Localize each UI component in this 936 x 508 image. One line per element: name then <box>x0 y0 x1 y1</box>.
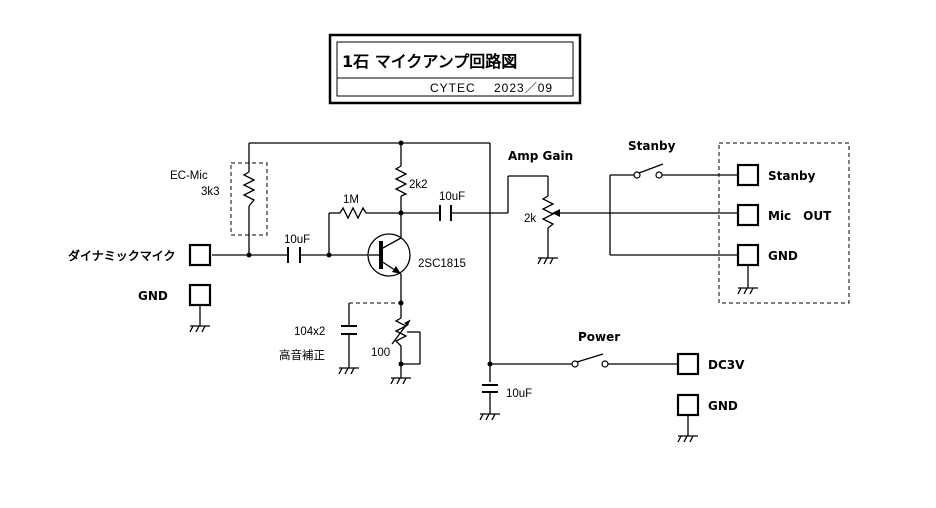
ec-mic-value: 3k3 <box>201 186 220 198</box>
supply-capacitor: 10uF <box>482 384 532 400</box>
ground-icon <box>537 257 558 265</box>
output-connector-group <box>718 142 850 304</box>
output-capacitor: 10uF <box>439 191 465 221</box>
wires <box>199 142 749 436</box>
emitter-trimmer: 100 <box>371 317 411 359</box>
terminal-dynamic-mic: ダイナミックマイク <box>68 243 212 267</box>
gain-potentiometer: Amp Gain 2k <box>508 149 573 229</box>
collector-resistor: 2k2 <box>394 165 428 197</box>
gnd-power-label: GND <box>708 399 738 413</box>
schematic-title: 1石 マイクアンプ回路図 <box>342 52 517 71</box>
ground-icon <box>479 413 500 421</box>
terminal-gnd-power: GND <box>676 393 738 417</box>
standby-terminal-label: Stanby <box>768 169 816 183</box>
terminal-gnd-in: GND <box>138 283 212 307</box>
output-capacitor-value: 10uF <box>439 191 465 203</box>
input-capacitor-value: 10uF <box>284 234 310 246</box>
drawing-date: 2023／09 <box>494 81 553 95</box>
tone-compensation-label: 高音補正 <box>279 348 325 362</box>
bias-resistor-value: 1M <box>343 194 359 206</box>
amp-gain-label: Amp Gain <box>508 149 573 163</box>
ground-icon <box>677 435 698 443</box>
gnd-in-label: GND <box>138 289 168 303</box>
ground-icon <box>189 325 210 333</box>
ground-symbols <box>189 257 758 443</box>
bias-resistor: 1M <box>339 194 367 220</box>
standby-switch: Stanby <box>628 139 676 179</box>
ground-icon <box>338 367 359 375</box>
ground-icon <box>390 372 411 385</box>
terminal-standby: Stanby <box>736 163 816 187</box>
emitter-capacitor-value: 104x2 <box>294 326 325 338</box>
emitter-capacitor: 104x2 高音補正 <box>279 325 357 362</box>
title-frame-inner <box>336 41 574 97</box>
dynamic-mic-label: ダイナミックマイク <box>68 248 176 263</box>
terminal-dc3v: DC3V <box>676 352 745 376</box>
junctions <box>246 140 493 367</box>
transistor-label: 2SC1815 <box>418 258 466 270</box>
power-switch-label: Power <box>578 330 620 344</box>
dc3v-label: DC3V <box>708 358 745 372</box>
power-switch: Power <box>571 330 620 368</box>
company-name: CYTEC <box>430 81 476 95</box>
title-block: 1石 マイクアンプ回路図 CYTEC 2023／09 <box>328 33 582 105</box>
gnd-out-label: GND <box>768 249 798 263</box>
ground-icon <box>737 287 758 295</box>
transistor-2sc1815: 2SC1815 <box>367 233 466 277</box>
ec-mic-label: EC-Mic <box>170 170 208 182</box>
gain-pot-value: 2k <box>524 213 536 225</box>
emitter-trimmer-value: 100 <box>371 347 390 359</box>
terminal-mic-out: Mic OUT <box>736 203 832 227</box>
ec-mic-resistor: EC-Mic 3k3 <box>170 162 268 236</box>
mic-out-label: Mic OUT <box>768 209 832 223</box>
input-capacitor: 10uF <box>284 234 310 263</box>
supply-capacitor-value: 10uF <box>506 388 532 400</box>
standby-switch-label: Stanby <box>628 139 676 153</box>
terminal-gnd-out: GND <box>736 243 798 267</box>
collector-resistor-value: 2k2 <box>409 179 428 191</box>
